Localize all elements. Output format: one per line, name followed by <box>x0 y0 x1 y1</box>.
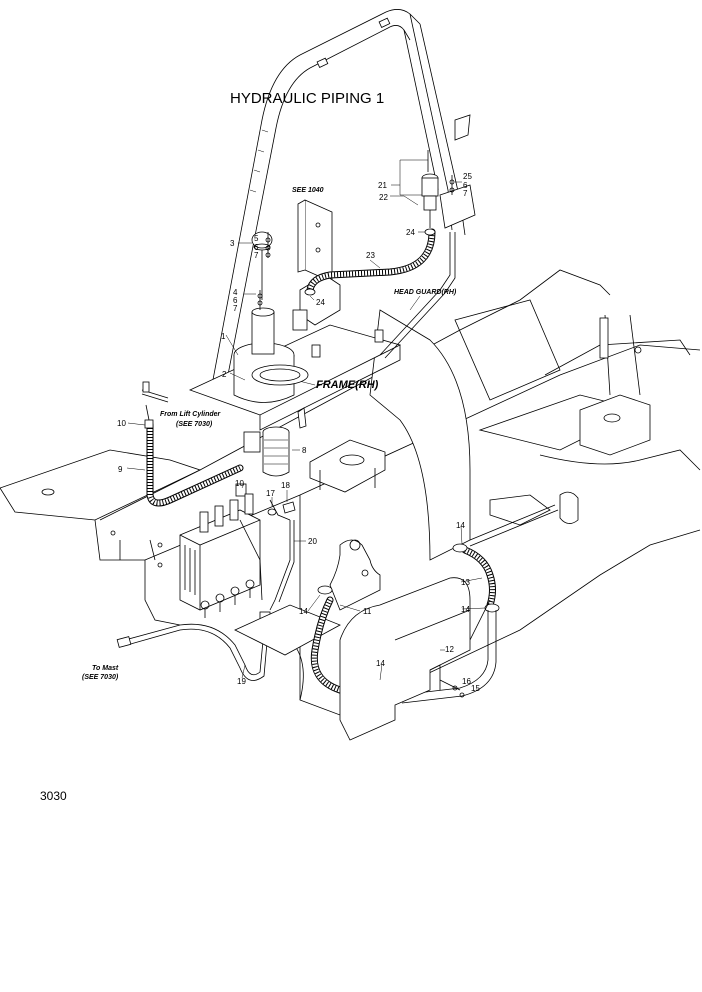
hose-clamp-14b <box>452 543 468 553</box>
hose-13 <box>461 546 496 609</box>
part-14b: 14 <box>461 605 470 614</box>
part-17: 17 <box>266 489 275 498</box>
part-7c: 7 <box>463 189 468 198</box>
hose-clamp-24a <box>424 228 436 236</box>
part-1: 1 <box>221 332 226 341</box>
leader-lines <box>126 159 486 681</box>
frame-plate <box>188 274 402 431</box>
truck-frame <box>0 269 701 716</box>
part-15: 15 <box>471 684 480 693</box>
diagram-title: HYDRAULIC PIPING 1 <box>230 90 384 107</box>
part-6b: 6 <box>233 296 238 305</box>
hose-to-mast <box>116 611 271 681</box>
pipe-head-guard <box>379 232 456 359</box>
see-7030-b-label: (SEE 7030) <box>82 674 119 681</box>
part-8: 8 <box>302 446 307 455</box>
from-lift-cylinder-label: From Lift Cylinder <box>160 411 222 418</box>
line-filter-top <box>421 150 476 229</box>
part-24b: 24 <box>316 298 325 307</box>
part-10b: 10 <box>235 479 244 488</box>
pipe-frame-right <box>469 504 559 547</box>
pipe-20 <box>239 499 296 611</box>
breather-cap <box>251 231 273 300</box>
part-18: 18 <box>281 481 290 490</box>
part-number-labels: 1 2 3 4 5 6 7 6 7 6 7 8 9 10 10 11 12 13… <box>117 172 480 693</box>
head-guard-rh-label: HEAD GUARD(RH) <box>394 289 457 296</box>
hose-23 <box>306 228 436 294</box>
valve-mounting-plate <box>309 439 386 493</box>
part-7a: 7 <box>254 251 259 260</box>
bracket-see-1040 <box>297 199 333 283</box>
part-21: 21 <box>378 181 387 190</box>
part-14d: 14 <box>376 659 385 668</box>
part-6c: 6 <box>463 181 468 190</box>
part-20: 20 <box>308 537 317 546</box>
hose-11 <box>310 596 382 694</box>
part-5: 5 <box>254 234 259 243</box>
see-1040-label: SEE 1040 <box>292 187 324 194</box>
part-6a: 6 <box>254 243 259 252</box>
part-10a: 10 <box>117 419 126 428</box>
part-3: 3 <box>230 239 235 248</box>
bolt-stack-left <box>257 232 271 310</box>
part-25: 25 <box>463 172 472 181</box>
see-7030-a-label: (SEE 7030) <box>176 421 213 428</box>
hose-clamp-14a <box>317 585 333 595</box>
part-2: 2 <box>222 370 227 379</box>
part-24a: 24 <box>406 228 415 237</box>
part-13: 13 <box>461 578 470 587</box>
main-control-valve <box>179 493 261 618</box>
part-19: 19 <box>237 677 246 686</box>
part-22: 22 <box>379 193 388 202</box>
hose-lift-cylinder <box>146 421 244 507</box>
head-guard-leader <box>409 295 421 311</box>
page-code: 3030 <box>40 789 67 803</box>
hydraulic-tank-side <box>339 577 471 741</box>
suction-pipe-12 <box>399 599 497 704</box>
hydraulic-tank <box>233 307 309 403</box>
head-guard-frame <box>211 9 471 386</box>
hose-clamp-24b <box>304 288 316 296</box>
part-7b: 7 <box>233 304 238 313</box>
frame-rh-label: FRAME(RH) <box>316 379 379 391</box>
part-23: 23 <box>366 251 375 260</box>
part-14c: 14 <box>299 607 308 616</box>
part-11: 11 <box>363 607 372 616</box>
part-14a: 14 <box>456 521 465 530</box>
part-4: 4 <box>233 288 238 297</box>
pump-plate <box>234 539 381 656</box>
return-filter <box>235 407 307 497</box>
part-12: 12 <box>445 645 454 654</box>
part-9: 9 <box>118 465 123 474</box>
fitting-from-lift <box>141 381 169 429</box>
to-mast-label: To Mast <box>92 665 119 672</box>
part-16: 16 <box>462 677 471 686</box>
